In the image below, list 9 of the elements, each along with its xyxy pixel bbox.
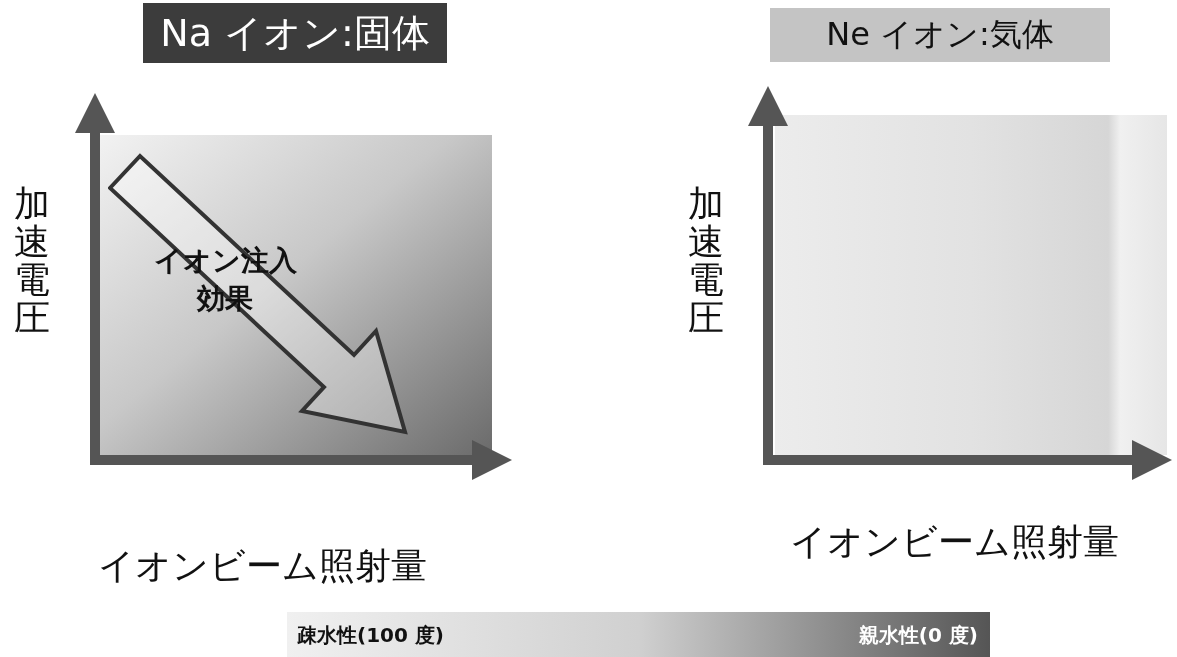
- axis-label: 加速電圧: [687, 185, 725, 337]
- scale-end-label: 親水性(0 度): [858, 622, 978, 649]
- axis-label: 加速電圧: [13, 185, 51, 337]
- axis-label: イオンビーム照射量: [98, 544, 427, 588]
- title-box: Ne イオン:気体: [770, 8, 1110, 62]
- gradient-scale-bar: [287, 612, 990, 657]
- scale-end-label: 疎水性(100 度): [297, 622, 444, 649]
- axis-label: イオンビーム照射量: [790, 520, 1119, 564]
- title-box: Na イオン:固体: [143, 3, 447, 63]
